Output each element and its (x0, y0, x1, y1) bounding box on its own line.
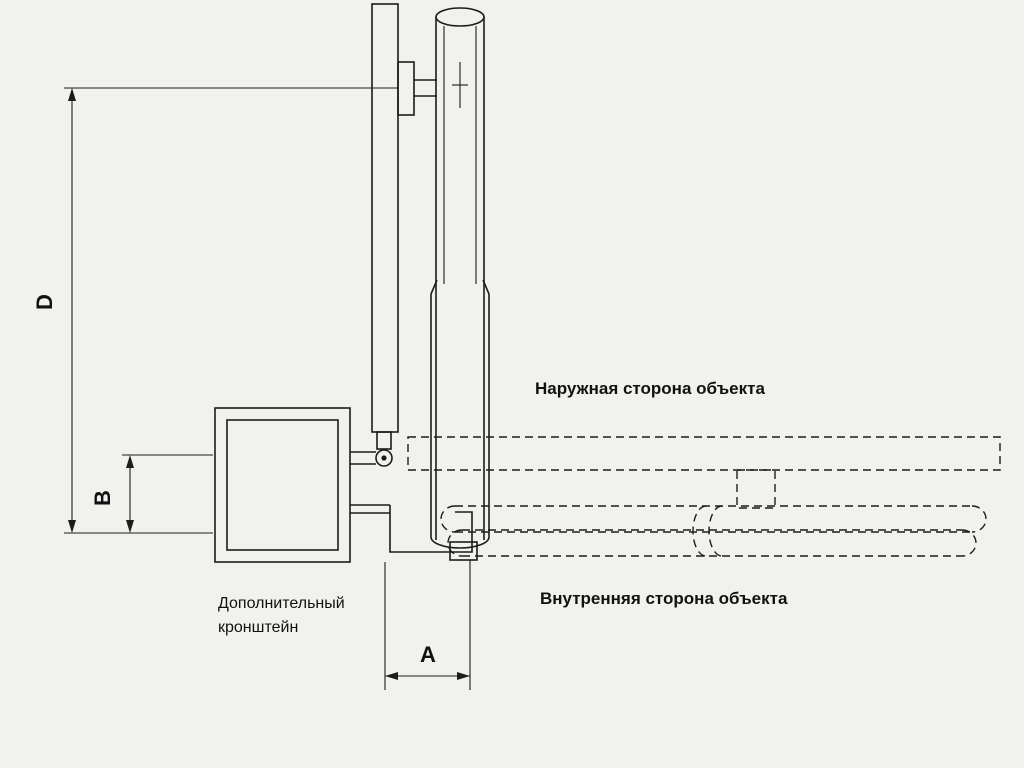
label-additional-bracket: Дополнительный кронштейн (218, 595, 345, 636)
label-outer-side: Наружная сторона объекта (535, 379, 765, 398)
fence-pipes-dashed (440, 505, 987, 557)
mast-bar (371, 3, 399, 450)
fence-rail-dashed (407, 436, 1001, 509)
label-inner-side: Внутренняя сторона объекта (540, 589, 788, 608)
dim-d-label: D (32, 294, 57, 310)
lower-channel-bracket (350, 504, 473, 553)
dim-b-label: B (90, 490, 115, 506)
pole-lower-sleeve (430, 279, 490, 561)
dim-a-label: A (420, 642, 436, 667)
pivot-joint (350, 449, 393, 467)
label-additional-bracket-line1: Дополнительный (218, 595, 345, 612)
dimension-d: D (32, 87, 398, 534)
dimension-a: A (384, 560, 471, 690)
pole-upper-tube (435, 7, 485, 540)
label-additional-bracket-line2: кронштейн (218, 619, 298, 636)
flange-clamp (397, 61, 468, 116)
dimension-b: B (90, 454, 213, 533)
additional-bracket-box (214, 407, 351, 563)
